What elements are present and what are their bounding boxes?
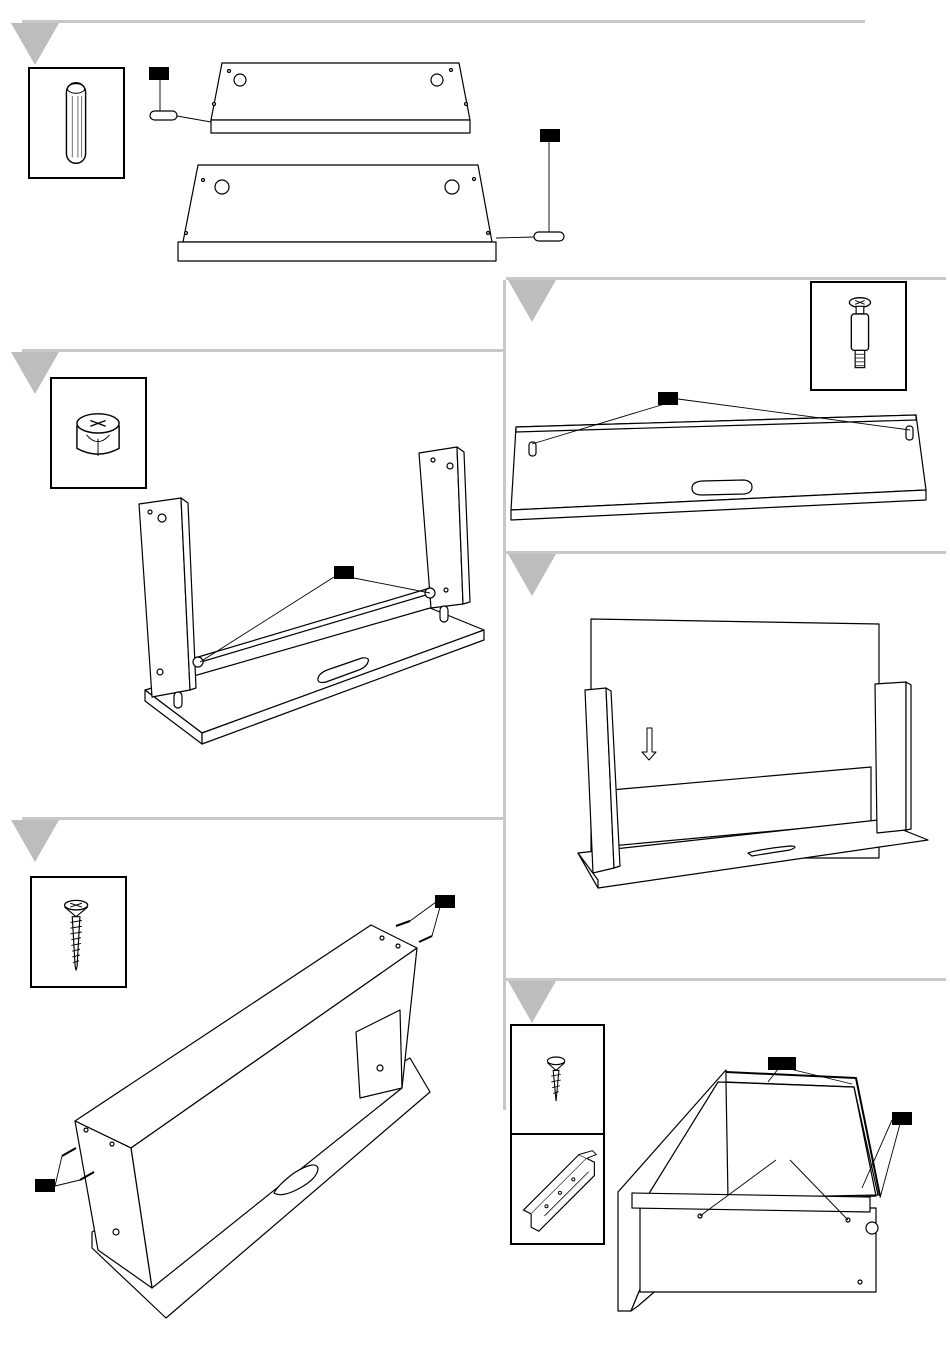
step-1-drawing (150, 63, 564, 261)
step-2-drawing (139, 447, 484, 744)
step-3-drawing (511, 399, 926, 520)
step-4-drawing (578, 619, 928, 888)
step-6-drawing (618, 1069, 900, 1311)
step-5-drawing (55, 902, 440, 1318)
